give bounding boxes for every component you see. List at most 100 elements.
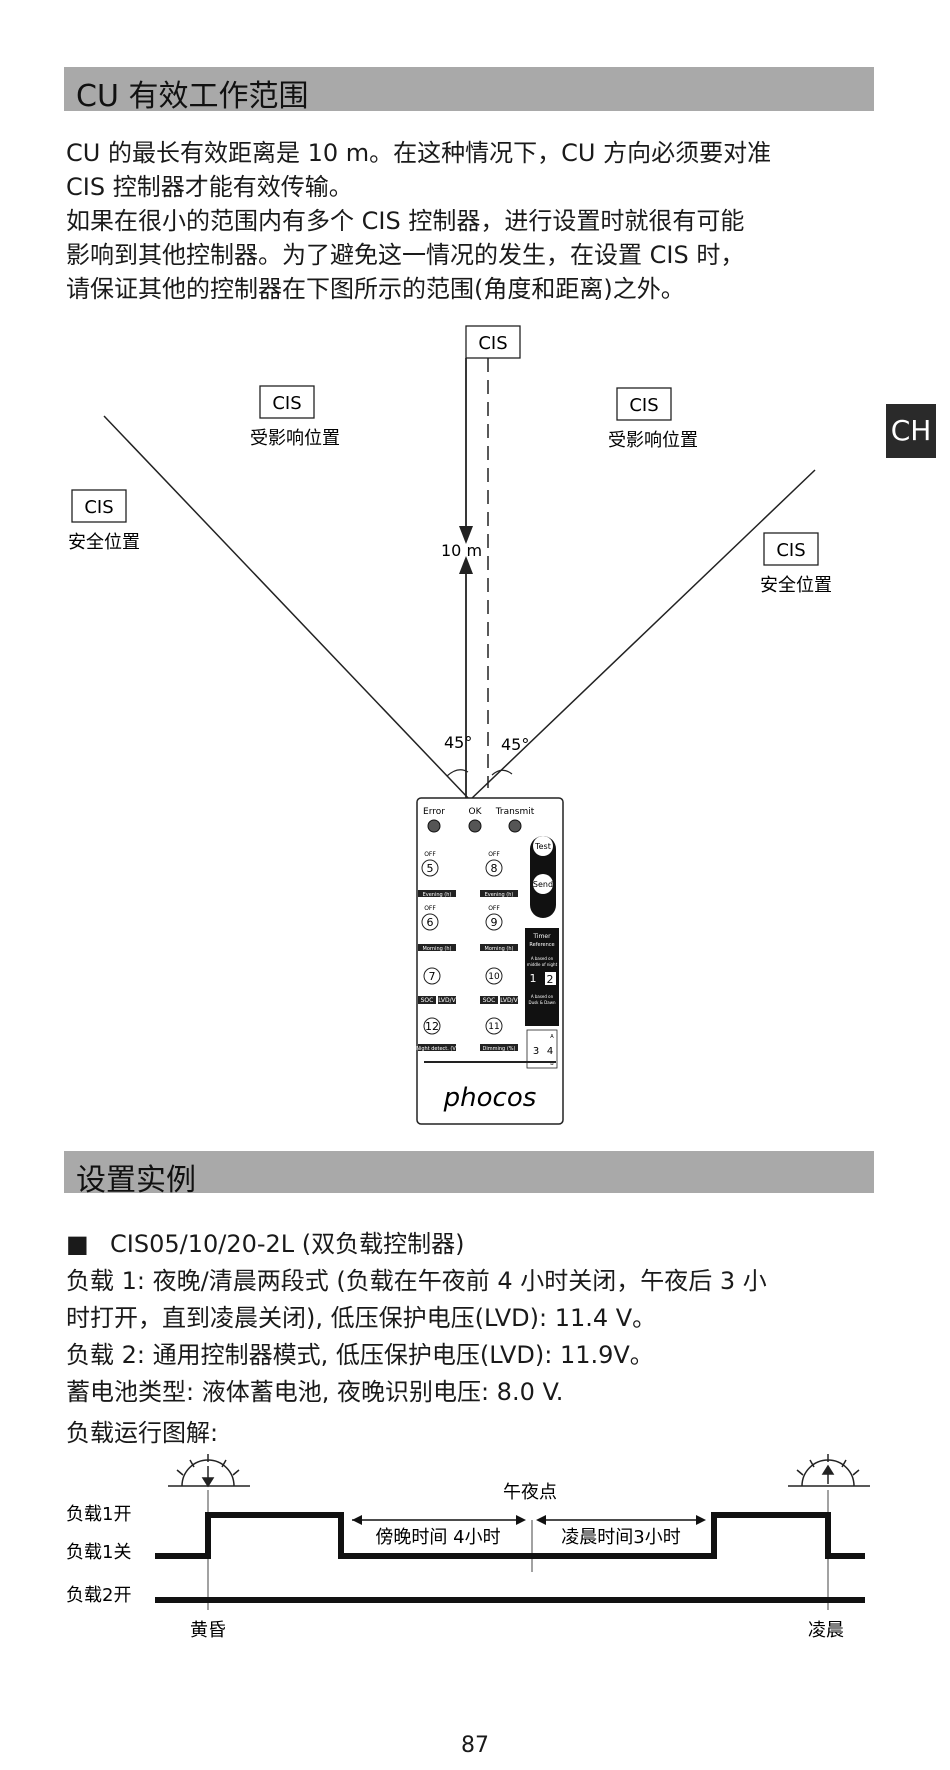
page-number: 87 [461,1733,489,1758]
safe-label-right: 安全位置 [760,575,832,596]
angle-label-left: 45° [444,733,472,752]
based-mid-label: middle of night [527,962,558,967]
dial-number: 7 [429,970,436,983]
language-tab-ch: CH [886,404,936,458]
safe-label-left: 安全位置 [68,532,140,553]
cis-label: CIS [776,540,805,561]
arrow-left-icon [536,1515,546,1525]
bullet-line: ■ CIS05/10/20-2L (双负载控制器) [66,1226,886,1263]
off-label: OFF [424,851,436,858]
load-timing-diagram: 负载1开 负载1关 负载2开 午夜点 傍晚时间 4小时 凌晨时间3小时 黄昏 凌… [66,1454,870,1640]
left-range-line [103,415,471,801]
dial-number: 9 [491,916,498,929]
morning-label: Morning (h) [423,946,452,952]
cu-device: Error OK Transmit Test Send OFF 5 Evenin… [416,797,564,1125]
based-mid-label: A based on [531,956,554,961]
dial-number: 6 [427,916,434,929]
led-transmit-icon [508,819,522,833]
arrow-right-icon [516,1515,526,1525]
distance-label: 10 m [441,541,482,560]
cis-label: CIS [84,497,113,518]
section-title: 设置实例 [76,1163,196,1198]
paragraph-line: 影响到其他控制器。为了避免这一情况的发生，在设置 CIS 时， [66,241,745,269]
off-label: OFF [488,905,500,912]
paragraph-line: 蓄电池类型: 液体蓄电池, 夜晚识别电压: 8.0 V. [66,1378,564,1406]
led-label-ok: OK [469,807,483,817]
load1-off-label: 负载1关 [66,1542,131,1563]
load2-on-label: 负载2开 [66,1585,131,1606]
battery-a-label: A [550,1034,554,1040]
dial-number: 11 [488,1022,499,1032]
dimming-label: Dimming (%) [483,1046,516,1052]
dial-number: 5 [427,862,434,875]
dial-number: 12 [425,1020,439,1033]
evening-label: Evening (h) [423,892,452,898]
dial-knob[interactable] [485,1017,503,1035]
section-header-cu-range: CU 有效工作范围 [64,67,874,114]
test-label: Test [534,842,551,851]
soc-label: SOC [483,997,496,1004]
based-dusk-label: A based on [531,994,554,999]
paragraph-line: CIS 控制器才能有效传输。 [66,173,353,201]
evening-label: Evening (h) [485,892,514,898]
load1-waveform [155,1512,865,1559]
test-button[interactable] [533,836,553,856]
dial-number: 10 [488,972,500,982]
paragraph-line: 时打开，直到凌晨关闭), 低压保护电压(LVD): 11.4 V。 [66,1304,657,1332]
angle-label-right: 45° [501,735,529,754]
led-ok-icon [468,819,482,833]
dusk-label: 黄昏 [190,1620,226,1640]
paragraph-line: 负载 1: 夜晚/清晨两段式 (负载在午夜前 4 小时关闭，午夜后 3 小 [66,1267,767,1295]
dial-knob[interactable] [421,913,439,931]
led-error-icon [427,819,441,833]
arrow-left-icon [352,1515,362,1525]
send-button[interactable] [533,874,553,894]
dial-knob[interactable] [423,1017,441,1035]
morning-label: Morning (h) [485,946,514,952]
soc-label: SOC [421,997,434,1004]
dial-knob[interactable] [485,859,503,877]
dial-knob[interactable] [485,913,503,931]
load1-on-label: 负载1开 [66,1504,131,1525]
sunrise-icon [788,1454,870,1487]
paragraph-line: 如果在很小的范围内有多个 CIS 控制器，进行设置时就很有可能 [66,207,745,235]
based-dusk-label: Dusk & Dawn [528,1000,555,1005]
battery-option-4[interactable]: 4 [547,1046,553,1057]
dial-knob[interactable] [421,859,439,877]
cis-box-top [465,325,521,359]
led-label-error: Error [423,807,445,817]
model-line: CIS05/10/20-2L (双负载控制器) [110,1230,465,1258]
cis-label: CIS [629,395,658,416]
dial-column-right: OFF 8 Evening (h) OFF 9 Morning (h) 10 S… [480,851,519,1052]
led-label-transmit: Transmit [495,807,535,817]
cis-label: CIS [272,393,301,414]
night-detect-label: Night detect. (V) [416,1046,458,1052]
send-label: Send [533,880,553,889]
arrow-up-icon [459,556,473,574]
lvd-label: LVD/V [438,997,456,1004]
paragraph-line: CU 的最长有效距离是 10 m。在这种情况下，CU 方向必须要对准 [66,139,772,167]
morning-time-label: 凌晨时间3小时 [561,1527,680,1548]
timer-option-1[interactable]: 1 [530,972,537,985]
off-label: OFF [488,851,500,858]
dial-number: 8 [491,862,498,875]
cis-box-affected-left [259,385,315,419]
cis-label: CIS [478,333,507,354]
battery-option-3[interactable]: 3 [533,1046,539,1057]
lvd-label: LVD/V [500,997,518,1004]
range-diagram: 10 m 45° 45° CIS CIS 受影响位置 CIS 受影响位置 CIS… [68,325,832,1125]
affected-label-right: 受影响位置 [608,430,698,451]
section2-paragraph: ■ CIS05/10/20-2L (双负载控制器) 负载 1: 夜晚/清晨两段式 … [66,1226,886,1452]
bullet-icon: ■ [66,1230,89,1258]
evening-time-label: 傍晚时间 4小时 [375,1527,500,1548]
dawn-label: 凌晨 [808,1620,844,1640]
right-range-line [469,469,816,801]
midnight-label: 午夜点 [503,1482,557,1503]
section-header-setup-example: 设置实例 [64,1151,874,1198]
paragraph-line: 负载 2: 通用控制器模式, 低压保护电压(LVD): 11.9V。 [66,1341,654,1369]
section-title: CU 有效工作范围 [76,79,309,114]
reference-label: Reference [529,942,554,948]
dial-knob[interactable] [423,967,441,985]
dial-knob[interactable] [485,967,503,985]
timer-option-2[interactable]: 2 [547,973,554,986]
